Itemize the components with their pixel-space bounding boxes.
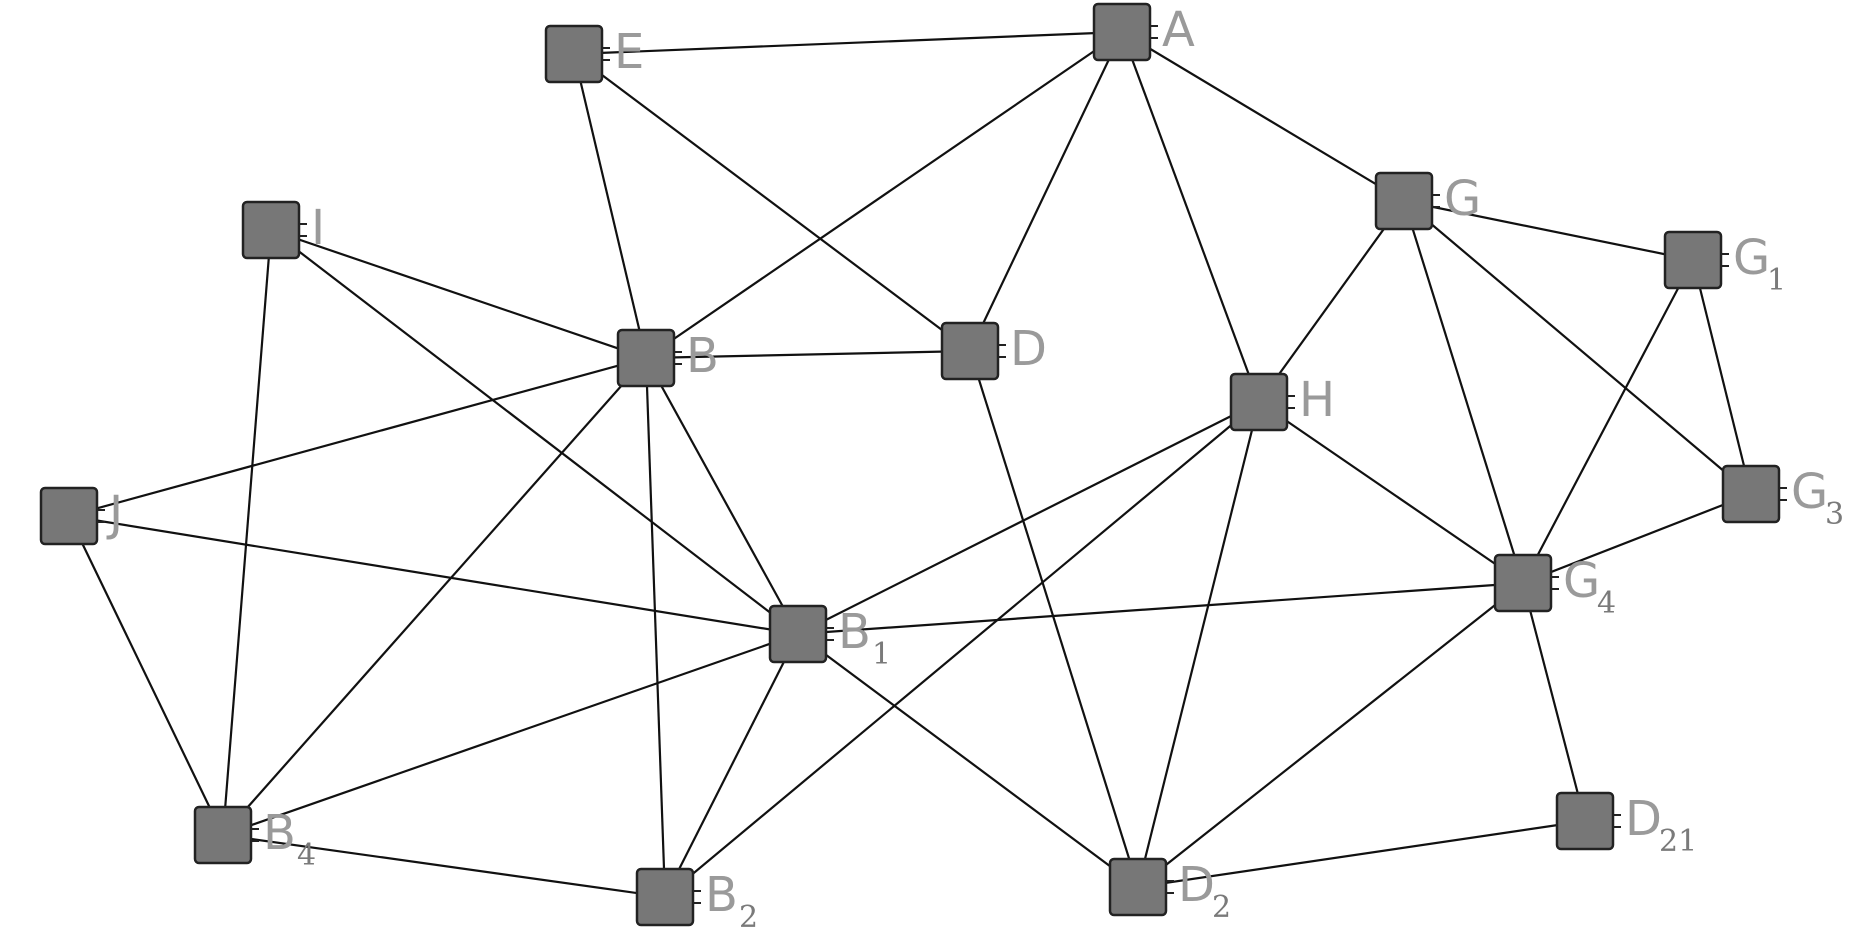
edge-a-d [969, 31, 1123, 352]
node-label: D [1625, 791, 1662, 847]
edge-a-b [645, 31, 1123, 359]
node-g1[interactable]: G1 [1663, 230, 1786, 298]
edge-b-b4 [222, 357, 647, 836]
edge-j-b1 [68, 514, 799, 636]
node-box[interactable] [768, 604, 828, 664]
node-box[interactable] [1663, 230, 1723, 290]
node-label: D [1178, 857, 1215, 913]
node-label: I [311, 200, 325, 256]
node-subscript: 2 [1212, 890, 1231, 925]
node-label: G [1563, 553, 1600, 609]
node-subscript: 1 [1767, 263, 1786, 298]
node-d2[interactable]: D2 [1108, 857, 1231, 925]
node-box[interactable] [39, 486, 99, 546]
node-label: G [1733, 230, 1770, 286]
edge-a-g [1121, 31, 1405, 202]
node-j[interactable]: J [39, 486, 123, 546]
edge-e-b [572, 53, 648, 359]
node-label: A [1162, 2, 1195, 58]
edge-b1-d2 [797, 633, 1139, 888]
node-label: J [106, 486, 123, 542]
node-box[interactable] [544, 24, 604, 84]
node-label: B [686, 328, 719, 384]
node-box[interactable] [940, 321, 1000, 381]
node-g[interactable]: G [1374, 171, 1481, 231]
node-box[interactable] [1229, 372, 1289, 432]
edge-g3-g4 [1522, 492, 1752, 585]
edge-i-b4 [221, 229, 273, 836]
node-box[interactable] [1555, 791, 1615, 851]
node-i[interactable]: I [241, 200, 325, 260]
edge-i-b [270, 228, 647, 360]
edges-layer [68, 30, 1753, 899]
node-h[interactable]: H [1229, 372, 1335, 432]
node-e[interactable]: E [544, 24, 644, 84]
node-b[interactable]: B [616, 328, 719, 388]
edge-g-g1 [1403, 199, 1694, 262]
edge-j-b4 [68, 515, 224, 836]
edge-g4-d21 [1521, 582, 1587, 822]
edge-g-g4 [1402, 200, 1525, 584]
node-subscript: 2 [739, 900, 758, 935]
edge-h-b2 [664, 401, 1260, 898]
node-label: G [1791, 464, 1828, 520]
node-subscript: 4 [1597, 586, 1616, 621]
edge-e-a [573, 30, 1123, 56]
node-g4[interactable]: G4 [1493, 553, 1616, 621]
edge-g1-g3 [1691, 259, 1753, 495]
node-subscript: 1 [872, 637, 891, 672]
edge-b-b2 [644, 357, 667, 898]
node-label: H [1299, 372, 1335, 428]
node-box[interactable] [1108, 857, 1168, 917]
edge-b-d [645, 349, 971, 360]
node-d[interactable]: D [940, 321, 1047, 381]
edge-e-d [573, 53, 971, 352]
node-subscript: 4 [297, 838, 316, 873]
node-d21[interactable]: D21 [1555, 791, 1697, 859]
edge-b1-b4 [222, 632, 799, 837]
node-box[interactable] [241, 200, 301, 260]
node-label: B [263, 805, 296, 861]
edge-a-h [1120, 31, 1261, 403]
node-box[interactable] [616, 328, 676, 388]
edge-b-b1 [645, 357, 799, 635]
edge-b1-g4 [797, 581, 1524, 636]
node-label: B [838, 604, 871, 660]
node-label: E [614, 24, 644, 80]
edge-h-b1 [797, 401, 1260, 635]
edge-g-h [1258, 200, 1405, 403]
node-box[interactable] [1092, 2, 1152, 62]
edge-b-j [68, 356, 647, 518]
node-subscript: 3 [1825, 497, 1844, 532]
edge-d-d2 [968, 350, 1140, 888]
edge-d2-g4 [1137, 582, 1524, 888]
node-label: G [1444, 171, 1481, 227]
node-label: D [1010, 321, 1047, 377]
node-box[interactable] [193, 805, 253, 865]
edge-h-g4 [1258, 401, 1524, 584]
node-box[interactable] [635, 867, 695, 927]
edge-b4-b2 [222, 833, 666, 899]
edge-h-d2 [1136, 401, 1261, 888]
node-box[interactable] [1374, 171, 1434, 231]
edge-g-g3 [1403, 200, 1752, 495]
node-box[interactable] [1721, 464, 1781, 524]
node-g3[interactable]: G3 [1721, 464, 1844, 532]
node-subscript: 21 [1659, 824, 1697, 859]
edge-i-b1 [270, 229, 799, 635]
edge-g1-g4 [1522, 259, 1694, 584]
edge-d2-d21 [1137, 819, 1586, 889]
node-label: B [705, 867, 738, 923]
node-box[interactable] [1493, 553, 1553, 613]
node-a[interactable]: A [1092, 2, 1195, 62]
edge-b1-b2 [664, 633, 799, 898]
